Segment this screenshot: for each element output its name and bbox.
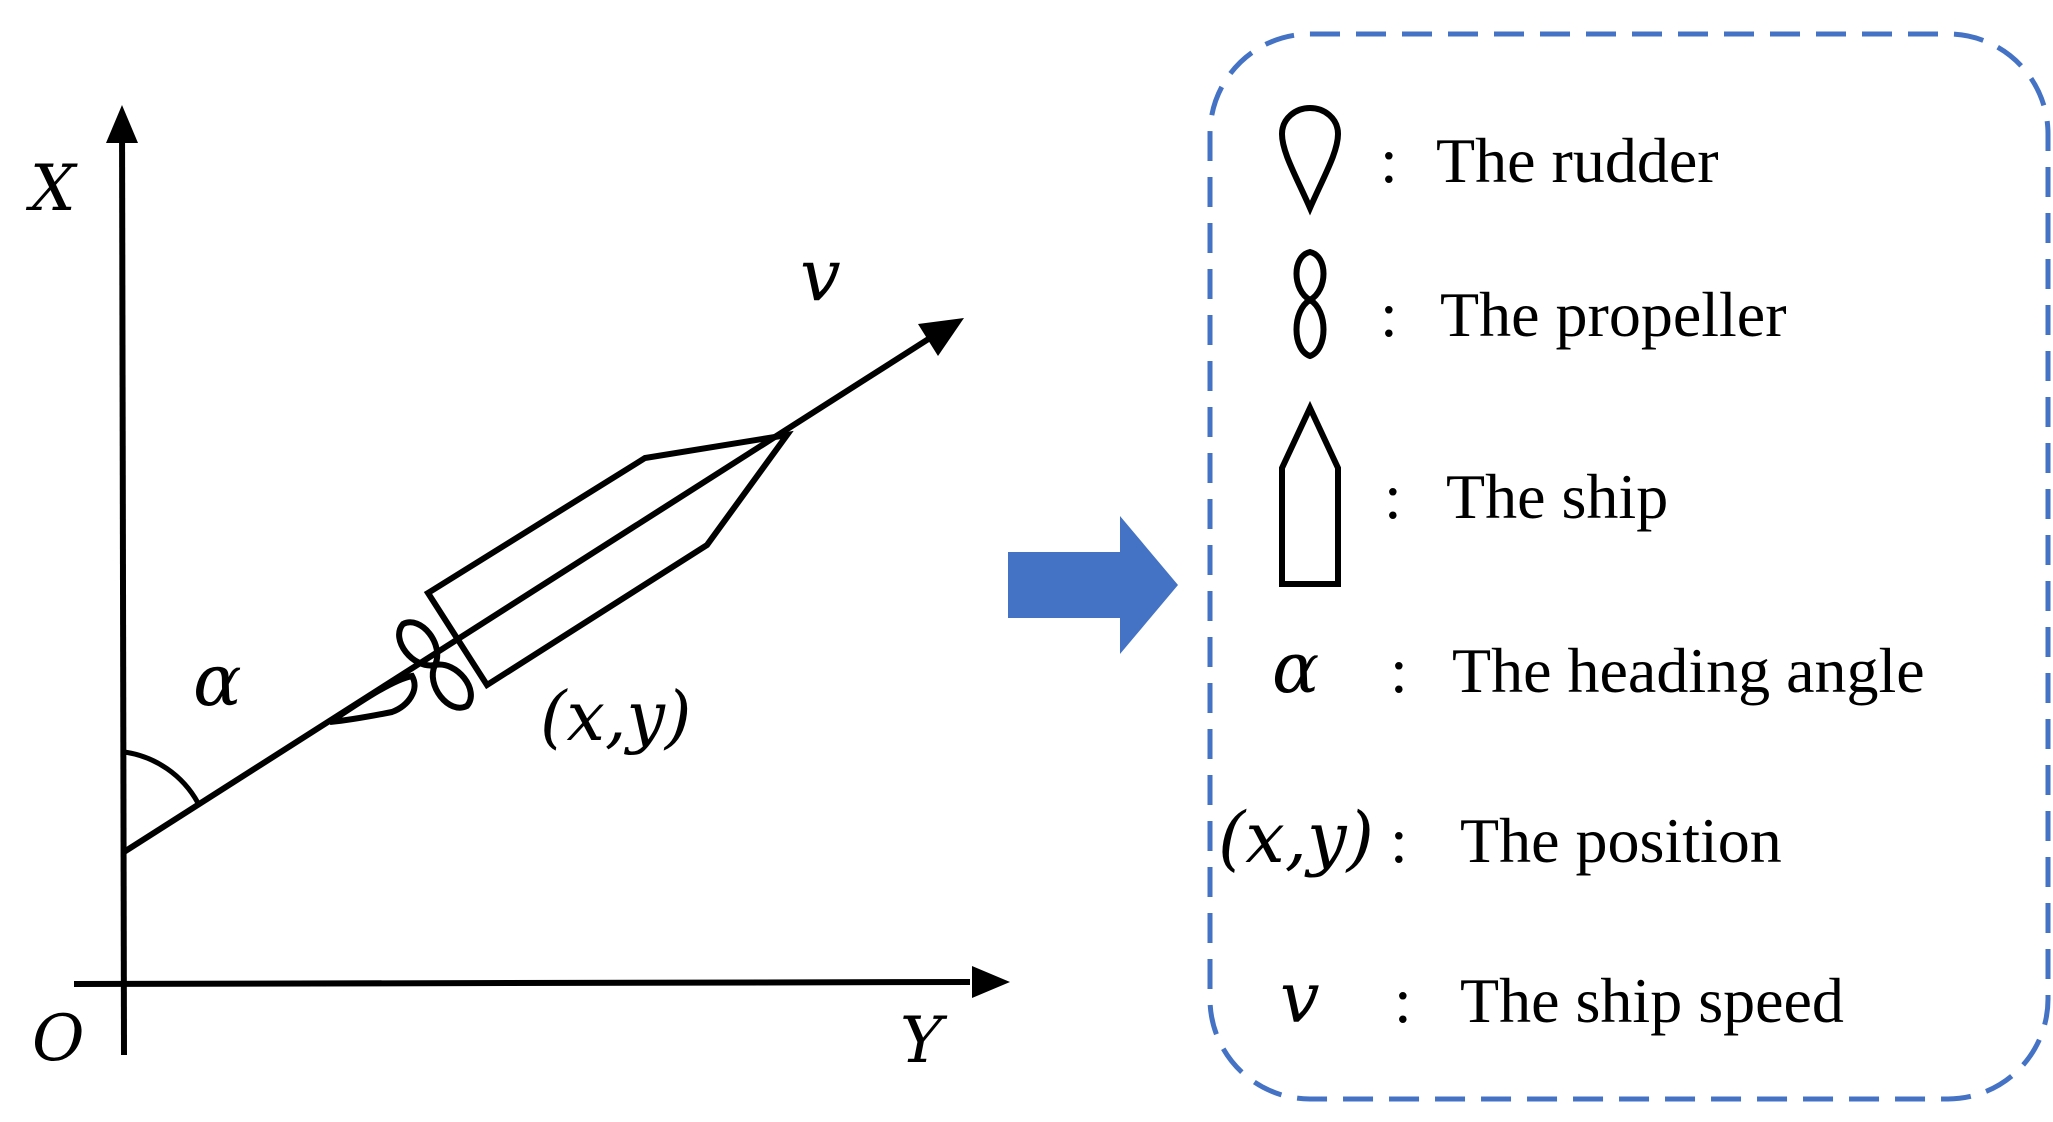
legend-symbol-v: v [1280,957,1320,1039]
speed-label: v [800,233,841,317]
y-axis [73,979,971,987]
legend-colon: : [1390,635,1408,706]
legend-colon: : [1380,279,1398,350]
legend-label-ship: The ship [1446,461,1668,532]
coordinate-system: X Y O [25,105,1010,1078]
ship-hull [423,430,794,690]
position-label: (x,y) [540,678,691,757]
legend-colon: : [1384,461,1402,532]
heading-line [122,335,932,855]
heading-angle-label: α [193,638,242,722]
legend-symbol-position: (x,y) [1218,797,1374,879]
ship-icon [1279,400,1341,587]
heading-vector: v [122,233,964,855]
right-arrow-icon [1008,516,1178,654]
x-axis [119,114,127,1056]
y-axis-arrowhead [972,966,1010,998]
velocity-arrowhead [918,318,964,356]
legend-item-position: (x,y) : The position [1218,797,1782,879]
legend-item-ship: : The ship [1279,400,1668,587]
propeller-icon [1293,248,1327,360]
heading-angle: α [123,638,242,805]
x-axis-label: X [25,152,78,226]
legend-label-heading-angle: The heading angle [1452,635,1925,706]
rudder-icon [1278,104,1342,216]
y-axis-label: Y [900,1004,948,1078]
heading-angle-arc [123,749,201,805]
legend-label-rudder: The rudder [1436,125,1719,196]
diagram-propeller-icon [396,619,474,711]
legend-item-ship-speed: v : The ship speed [1280,957,1844,1039]
ship: (x,y) [423,430,794,757]
legend-symbol-alpha: α [1272,627,1319,709]
legend-border [1207,31,2051,1102]
legend-item-rudder: : The rudder [1278,104,1719,216]
origin-label: O [32,1002,84,1076]
legend: : The rudder : The propeller : The ship … [1207,31,2051,1102]
legend-item-heading-angle: α : The heading angle [1272,627,1925,709]
legend-label-position: The position [1460,805,1782,876]
legend-colon: : [1390,805,1408,876]
legend-colon: : [1380,125,1398,196]
x-axis-arrowhead [106,105,138,143]
legend-colon: : [1394,965,1412,1036]
legend-label-ship-speed: The ship speed [1460,965,1844,1036]
legend-item-propeller: : The propeller [1293,248,1787,360]
legend-label-propeller: The propeller [1440,279,1787,350]
diagram-rudder-icon [328,672,418,725]
